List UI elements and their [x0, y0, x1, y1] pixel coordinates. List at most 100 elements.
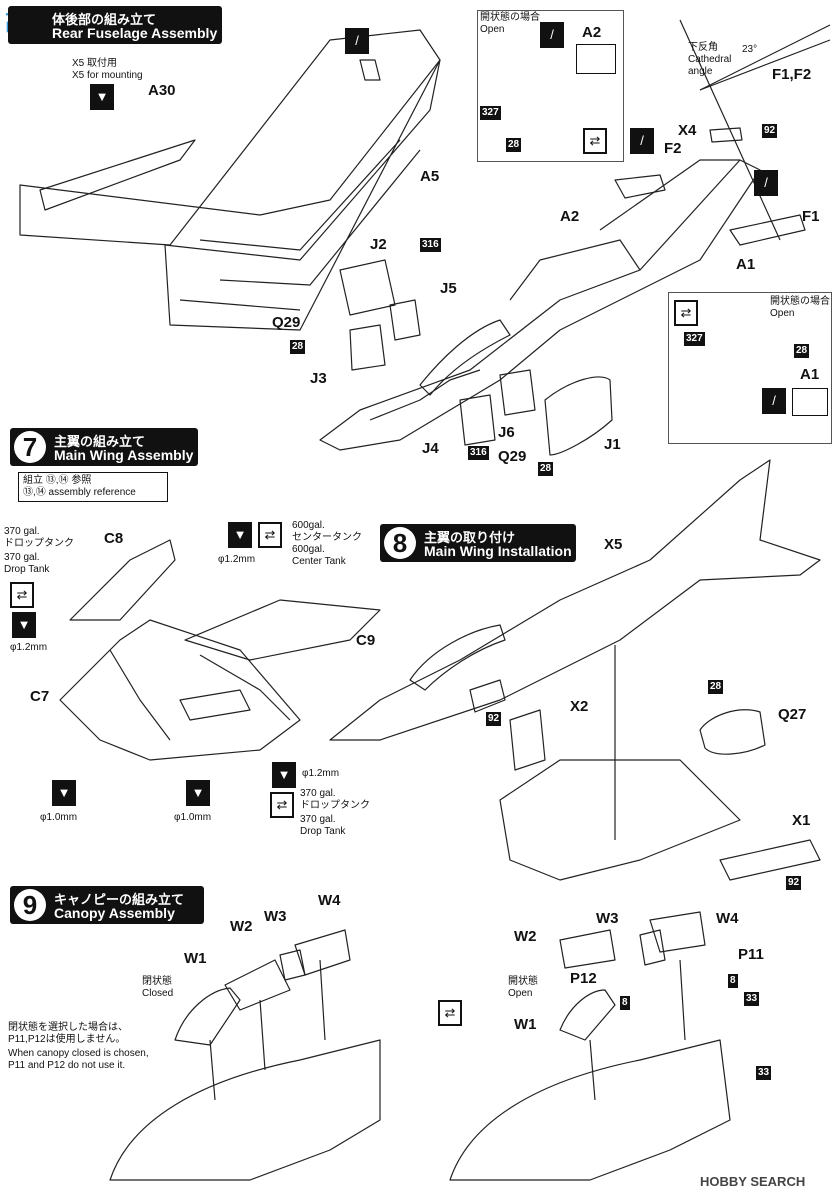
paint-badge-316: 316: [468, 446, 489, 460]
x5-mount-jp: X5 取付用: [72, 58, 118, 69]
paint-badge-327: 327: [480, 106, 501, 120]
section-9-title-en: Canopy Assembly: [54, 905, 175, 921]
part-a1: A1: [736, 256, 756, 273]
rear-fuselage-a30: [19, 29, 441, 246]
part-j6-shape: [499, 369, 536, 416]
wing-c7-shape: [59, 619, 301, 761]
part-c9: C9: [356, 632, 376, 649]
section-9-header: 9 キャノピーの組み立て Canopy Assembly: [10, 886, 204, 924]
part-c8: C8: [104, 530, 124, 547]
paint-badge-28: 28: [538, 462, 554, 476]
part-a5: A5: [420, 168, 440, 185]
part-a2-inset: A2: [582, 24, 602, 41]
x5-mount-en: X5 for mounting: [72, 70, 143, 81]
a2-dashed-box: [576, 44, 616, 74]
flip-icon: ⇄: [438, 1000, 462, 1026]
part-w3-open: W3: [596, 910, 619, 927]
tank-370-label-2: 370 gal.: [4, 552, 40, 563]
part-w1-open: W1: [514, 1016, 537, 1033]
part-f1-shape: [729, 214, 806, 246]
part-w4-open: W4: [716, 910, 739, 927]
section-8-title-jp: 主翼の取り付け: [424, 530, 516, 545]
wing-c9-shape: [184, 599, 381, 661]
part-f2: F2: [664, 140, 682, 157]
wing-c8-shape: [69, 539, 176, 621]
section-7-header: 7 主翼の組み立て Main Wing Assembly: [10, 428, 198, 466]
paint-badge-28: 28: [506, 138, 522, 152]
closed-label-en: Closed: [142, 988, 174, 999]
note-jp-2: P11,P12は使用しません。: [8, 1034, 126, 1045]
center-tank-jp: センタータンク: [292, 532, 362, 543]
note-jp-1: 閉状態を選択した場合は、: [8, 1022, 128, 1033]
canopy-w2-shape: [224, 959, 291, 1011]
drill-size-1-0: φ1.0mm: [174, 812, 212, 823]
center-tank-2: 600gal.: [292, 544, 325, 555]
section-8-title-en: Main Wing Installation: [424, 543, 572, 559]
part-q27: Q27: [778, 706, 807, 723]
part-j6: J6: [498, 424, 515, 441]
tank-r-jp: ドロップタンク: [300, 800, 370, 811]
paint-badge-92: 92: [486, 712, 502, 726]
paint-badge-316: 316: [420, 238, 441, 252]
section-7-title-en: Main Wing Assembly: [54, 447, 194, 463]
part-j2: J2: [370, 236, 387, 253]
dihedral-jp: 下反角: [688, 42, 718, 53]
paint-badge-33: 33: [744, 992, 760, 1006]
dihedral-en-2: angle: [688, 66, 713, 77]
open-label-jp: 開状態の場合: [480, 12, 540, 23]
part-q27-shape: [699, 709, 766, 755]
cockpit-opening: [419, 319, 511, 396]
part-p11: P11: [738, 946, 764, 963]
open-label-en: Open: [480, 24, 505, 35]
section-6-title-en: Rear Fuselage Assembly: [52, 25, 218, 41]
cement-icon: /: [345, 28, 369, 54]
part-f1: F1: [802, 208, 820, 225]
part-w4: W4: [318, 892, 341, 909]
tank-r-2: 370 gal.: [300, 814, 336, 825]
paint-badge-92: 92: [786, 876, 802, 890]
drill-size-1-2: φ1.2mm: [218, 554, 256, 565]
part-a2: A2: [560, 208, 580, 225]
part-j3-shape: [349, 324, 386, 371]
cement-icon: /: [762, 388, 786, 414]
flip-icon: ⇄: [270, 792, 294, 818]
assembly-reference-box: 組立 ⑬,⑭ 参照 ⑬,⑭ assembly reference: [18, 472, 168, 502]
part-w2-open: W2: [514, 928, 537, 945]
paint-badge-92: 92: [762, 124, 778, 138]
center-tank-en: Center Tank: [292, 556, 346, 567]
part-p12: P12: [570, 970, 597, 987]
rear-fuselage-a5: [164, 59, 441, 331]
section-8-number: 8: [384, 527, 416, 559]
drill-icon: ▼: [272, 762, 296, 788]
paint-badge-28: 28: [290, 340, 306, 354]
part-q29: Q29: [272, 314, 301, 331]
section-7-number: 7: [14, 431, 46, 463]
note-en-2: P11 and P12 do not use it.: [8, 1060, 126, 1071]
section-9-number: 9: [14, 889, 46, 921]
drill-icon: ▼: [228, 522, 252, 548]
open-label-jp: 開状態: [508, 976, 538, 987]
tank-r-en: Drop Tank: [300, 826, 346, 837]
part-j5: J5: [440, 280, 457, 297]
part-f2-shape: [614, 174, 666, 199]
drill-icon: ▼: [90, 84, 114, 110]
part-j3: J3: [310, 370, 327, 387]
open-label-en: Open: [770, 308, 795, 319]
part-x2: X2: [570, 698, 589, 715]
canopy-w1-shape: [174, 987, 241, 1046]
dihedral-en-1: Cathedral: [688, 54, 732, 65]
tank-370-label-en: Drop Tank: [4, 564, 50, 575]
part-w2: W2: [230, 918, 253, 935]
tank-370-label-jp: ドロップタンク: [4, 538, 74, 549]
tank-370-label-1: 370 gal.: [4, 526, 40, 537]
paint-badge-8: 8: [728, 974, 738, 988]
assembly-reference-jp: 組立 ⑬,⑭ 参照: [23, 475, 92, 486]
part-a30: A30: [148, 82, 176, 99]
section-7-title-jp: 主翼の組み立て: [54, 434, 146, 449]
part-j2-shape: [339, 259, 396, 316]
part-j1: J1: [604, 436, 621, 453]
flip-icon: ⇄: [674, 300, 698, 326]
main-wing-x2-shape: [499, 759, 741, 881]
open-label-jp: 開状態の場合: [770, 296, 830, 307]
section-6-title-jp: 体後部の組み立て: [52, 12, 157, 27]
